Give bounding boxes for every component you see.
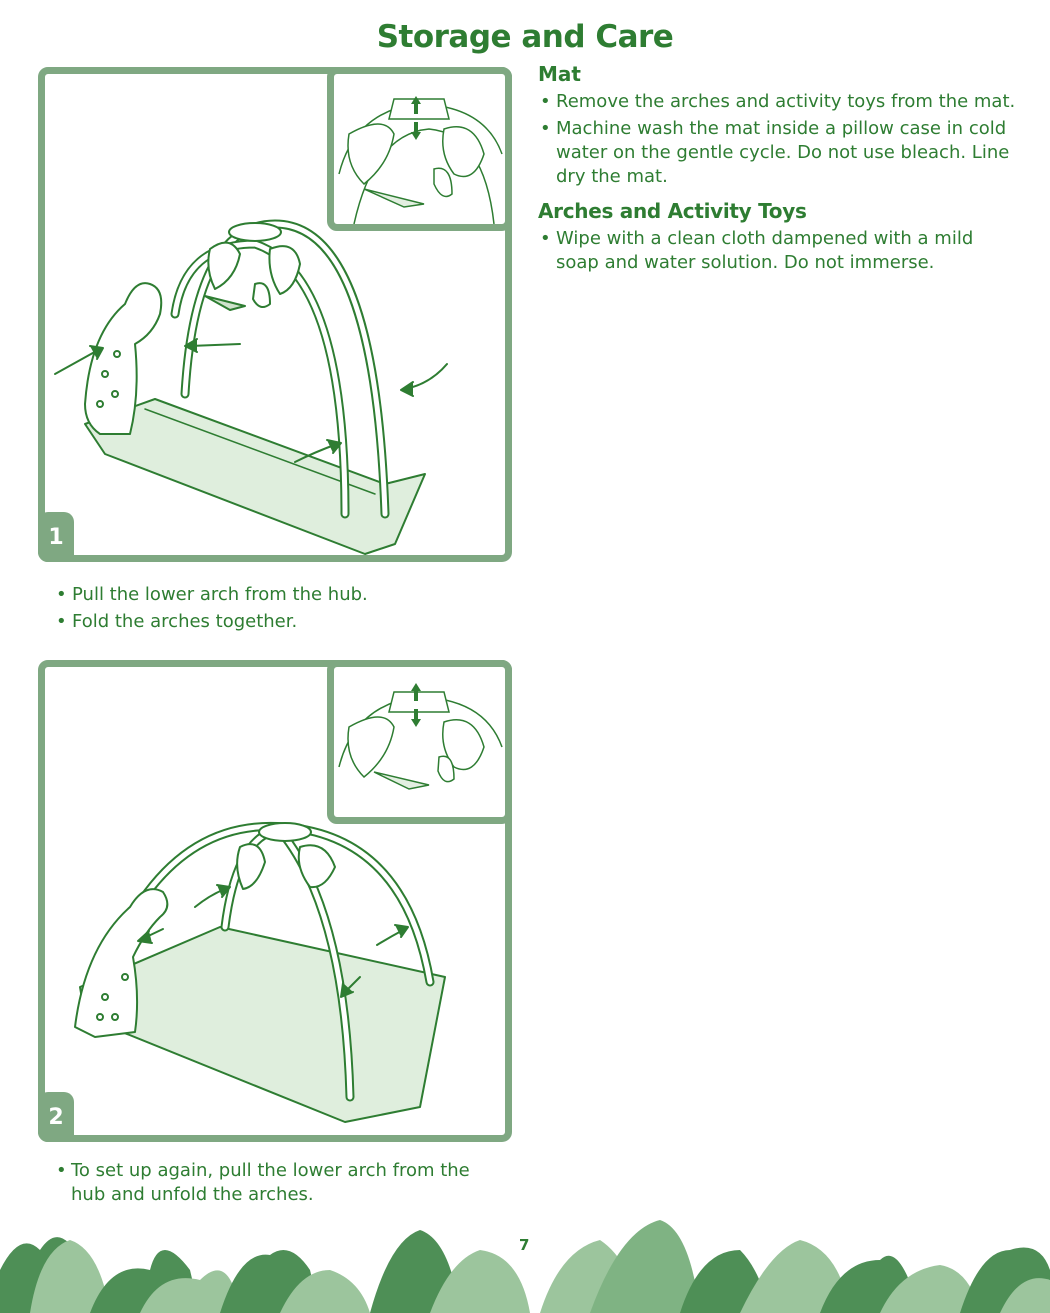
page-number: 7 [519,1236,530,1254]
step-1-badge: 1 [38,512,74,562]
arches-care-bullet: Wipe with a clean cloth dampened with a … [538,227,1018,275]
play-gym-unfolding-illustration [74,821,446,1123]
step-1-bullet: Fold the arches together. [54,610,504,634]
step-2-panel: 2 [38,660,512,1142]
leaf-border-decoration [0,1220,1050,1313]
step-1-instructions: Pull the lower arch from the hub. Fold t… [54,583,504,637]
mat-care-list: Remove the arches and activity toys from… [538,90,1018,192]
arches-care-list: Wipe with a clean cloth dampened with a … [538,227,1018,278]
step-1-panel: 1 [38,67,512,562]
hub-detail-illustration [338,683,503,790]
mat-care-bullet: Machine wash the mat inside a pillow cas… [538,117,1018,189]
hub-detail-illustration [338,96,503,224]
step-2-instructions: To set up again, pull the lower arch fro… [54,1159,484,1210]
step-1-bullet: Pull the lower arch from the hub. [54,583,504,607]
arches-heading: Arches and Activity Toys [538,199,807,223]
step-1-hub-inset [327,67,512,231]
step-2-badge: 2 [38,1092,74,1142]
step-2-bullet: To set up again, pull the lower arch fro… [54,1159,484,1207]
mat-heading: Mat [538,62,581,86]
play-gym-folding-illustration [54,219,448,555]
step-2-hub-inset [327,660,512,824]
mat-care-bullet: Remove the arches and activity toys from… [538,90,1018,114]
page-title: Storage and Care [376,18,674,55]
